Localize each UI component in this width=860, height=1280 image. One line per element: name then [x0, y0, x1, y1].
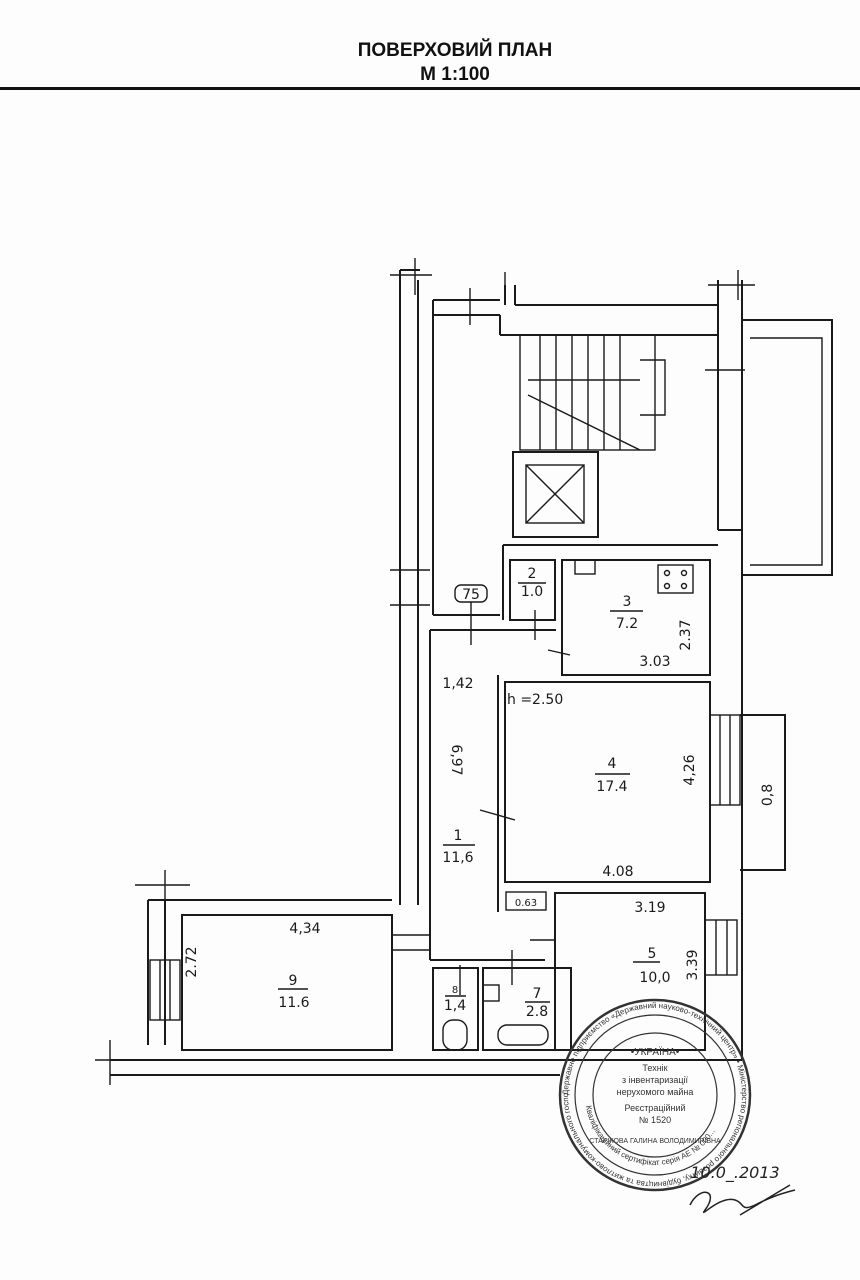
- room-8-number: 8: [452, 985, 458, 996]
- plan-scale: М 1:100: [420, 64, 490, 85]
- stamp-date: 10.0_.2013: [690, 1163, 779, 1183]
- signature: [689, 1184, 796, 1216]
- stamp-line3: нерухомого майна: [617, 1087, 694, 1097]
- room-4-depth: 4,26: [682, 754, 698, 785]
- stamp-line1: Технік: [642, 1063, 667, 1073]
- staircase: [519, 334, 666, 451]
- room-7-area: 2.8: [526, 1004, 548, 1020]
- room-5-depth: 3.39: [685, 949, 701, 980]
- room-6-area: 0.63: [515, 898, 537, 909]
- room-3-area: 7.2: [616, 616, 638, 632]
- room-1-width: 1,42: [442, 676, 473, 692]
- plan-title: ПОВЕРХОВИЙ ПЛАН: [357, 40, 553, 61]
- official-stamp: Державне підприємство «Державний науково…: [558, 998, 752, 1192]
- stamp-line2: з інвентаризації: [622, 1075, 689, 1085]
- stamp-country: •УКРАЇНА•: [631, 1046, 680, 1058]
- room-labels: 75 h =2.50 1 11,6 6,97 1,42 2 1.0 3 7.2 …: [184, 566, 776, 1020]
- elevator: [512, 451, 599, 538]
- stamp-inner-ring: Кваліфікаційний сертифікат серія АЕ № 00…: [584, 1105, 717, 1167]
- room-1-area: 11,6: [442, 850, 473, 866]
- walls: [95, 258, 833, 1085]
- room-1-length: 6,97: [448, 744, 464, 775]
- room-8-area: 1,4: [444, 998, 466, 1014]
- tag-label: 75: [462, 587, 480, 603]
- room-1-number: 1: [454, 828, 463, 844]
- stamp-line4: Реєстраційний: [624, 1103, 685, 1113]
- room-4-width: 4.08: [602, 864, 633, 880]
- room-7-number: 7: [533, 986, 542, 1002]
- room-5-width: 3.19: [634, 900, 665, 916]
- room-3-width: 3.03: [639, 654, 670, 670]
- room-2-number: 2: [528, 566, 537, 582]
- stamp-line5: № 1520: [639, 1115, 671, 1125]
- room-9-number: 9: [289, 973, 298, 989]
- room-5-area: 10,0: [639, 970, 670, 986]
- room-4-area: 17.4: [596, 779, 627, 795]
- header-rule: [0, 87, 860, 90]
- ceiling-height: h =2.50: [507, 692, 563, 708]
- room-9-depth: 2.72: [184, 946, 200, 977]
- balcony-area: 0,8: [760, 784, 776, 806]
- room-3-depth: 2.37: [678, 619, 694, 650]
- room-5-number: 5: [648, 946, 657, 962]
- svg-text:Кваліфікаційний сертифікат сер: Кваліфікаційний сертифікат серія АЕ № 00…: [584, 1105, 717, 1167]
- room-9-area: 11.6: [278, 995, 309, 1011]
- stamp-name: СТАРІКОВА ГАЛИНА ВОЛОДИМИРІВНА: [589, 1138, 721, 1145]
- room-9-width: 4,34: [289, 921, 320, 937]
- room-3-number: 3: [623, 594, 632, 610]
- room-2-area: 1.0: [521, 584, 543, 600]
- room-4-number: 4: [608, 756, 617, 772]
